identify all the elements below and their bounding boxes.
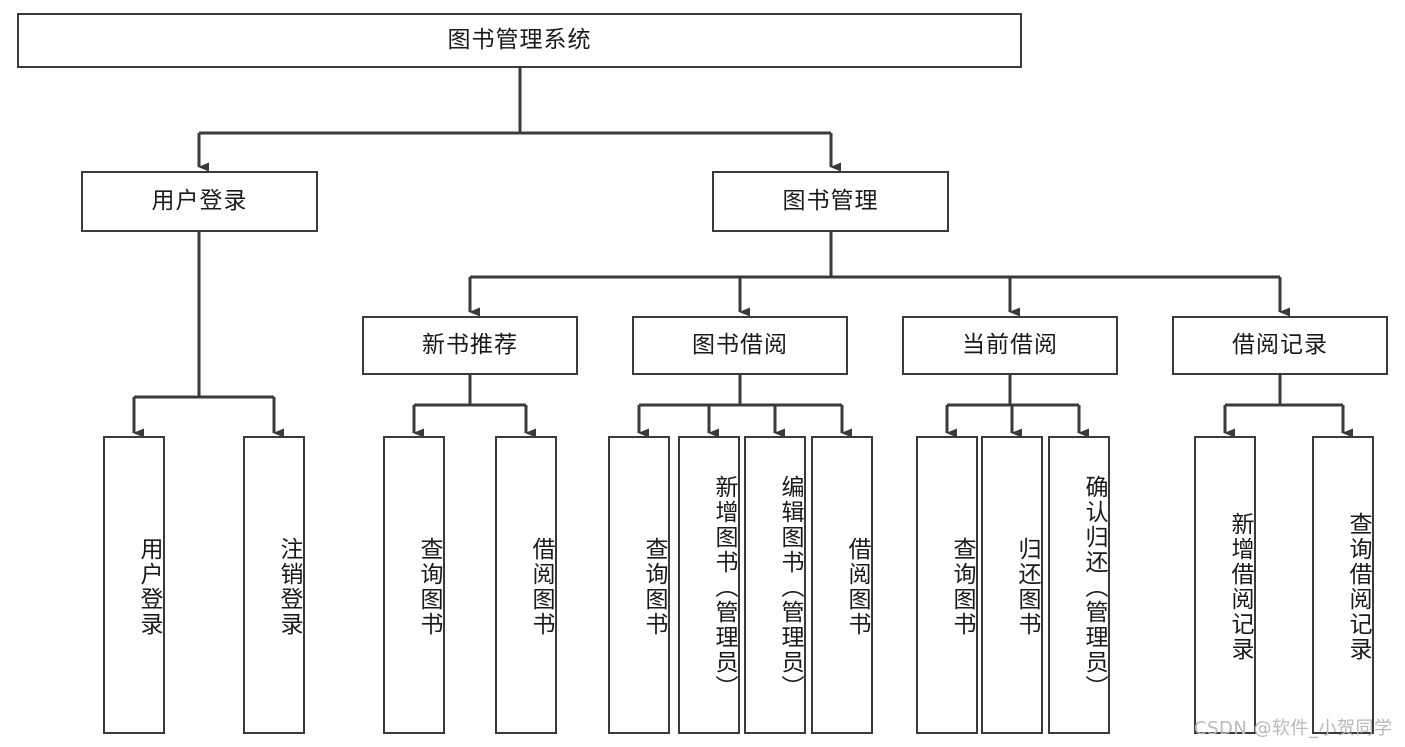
- node-new-book-recommend[interactable]: 新书推荐: [362, 316, 578, 375]
- node-user-login[interactable]: 用户登录: [81, 171, 318, 232]
- leaf-user-login-logout[interactable]: 注销登录: [243, 436, 305, 734]
- node-book-management[interactable]: 图书管理: [712, 171, 949, 232]
- node-label: 确认归还（管理员）: [1081, 474, 1107, 700]
- node-label: 用户登录: [151, 187, 248, 214]
- node-label: 查询图书: [641, 537, 667, 637]
- leaf-record-add-record[interactable]: 新增借阅记录: [1194, 436, 1256, 734]
- leaf-current-query-book[interactable]: 查询图书: [916, 436, 978, 734]
- node-label: 借阅记录: [1232, 331, 1328, 358]
- leaf-record-query-record[interactable]: 查询借阅记录: [1312, 436, 1374, 734]
- leaf-borrow-edit-book[interactable]: 编辑图书（管理员）: [744, 436, 806, 734]
- node-label: 新书推荐: [422, 331, 518, 358]
- leaf-borrow-add-book[interactable]: 新增图书（管理员）: [678, 436, 740, 734]
- leaf-current-confirm-return[interactable]: 确认归还（管理员）: [1048, 436, 1110, 734]
- node-label: 图书借阅: [692, 331, 788, 358]
- leaf-user-login-login[interactable]: 用户登录: [103, 436, 165, 734]
- leaf-borrow-query-book[interactable]: 查询图书: [608, 436, 670, 734]
- node-label: 查询借阅记录: [1345, 512, 1371, 662]
- node-current-borrow[interactable]: 当前借阅: [902, 316, 1118, 375]
- node-label: 新增图书（管理员）: [711, 474, 737, 700]
- node-book-borrow[interactable]: 图书借阅: [632, 316, 848, 375]
- leaf-recommend-borrow-book[interactable]: 借阅图书: [495, 436, 557, 734]
- node-label: 归还图书: [1014, 537, 1040, 637]
- leaf-current-return-book[interactable]: 归还图书: [981, 436, 1043, 734]
- node-borrow-record[interactable]: 借阅记录: [1172, 316, 1388, 375]
- node-label: 图书管理: [782, 187, 879, 214]
- node-label: 注销登录: [276, 537, 302, 637]
- node-label: 查询图书: [416, 537, 442, 637]
- leaf-borrow-borrow-book[interactable]: 借阅图书: [811, 436, 873, 734]
- node-root-system[interactable]: 图书管理系统: [17, 13, 1022, 68]
- node-label: 借阅图书: [528, 537, 554, 637]
- node-label: 图书管理系统: [447, 26, 592, 53]
- leaf-recommend-query-book[interactable]: 查询图书: [383, 436, 445, 734]
- node-label: 用户登录: [136, 537, 162, 637]
- node-label: 借阅图书: [844, 537, 870, 637]
- node-label: 编辑图书（管理员）: [777, 474, 803, 700]
- node-label: 查询图书: [949, 537, 975, 637]
- node-label: 当前借阅: [962, 331, 1058, 358]
- node-label: 新增借阅记录: [1227, 512, 1253, 662]
